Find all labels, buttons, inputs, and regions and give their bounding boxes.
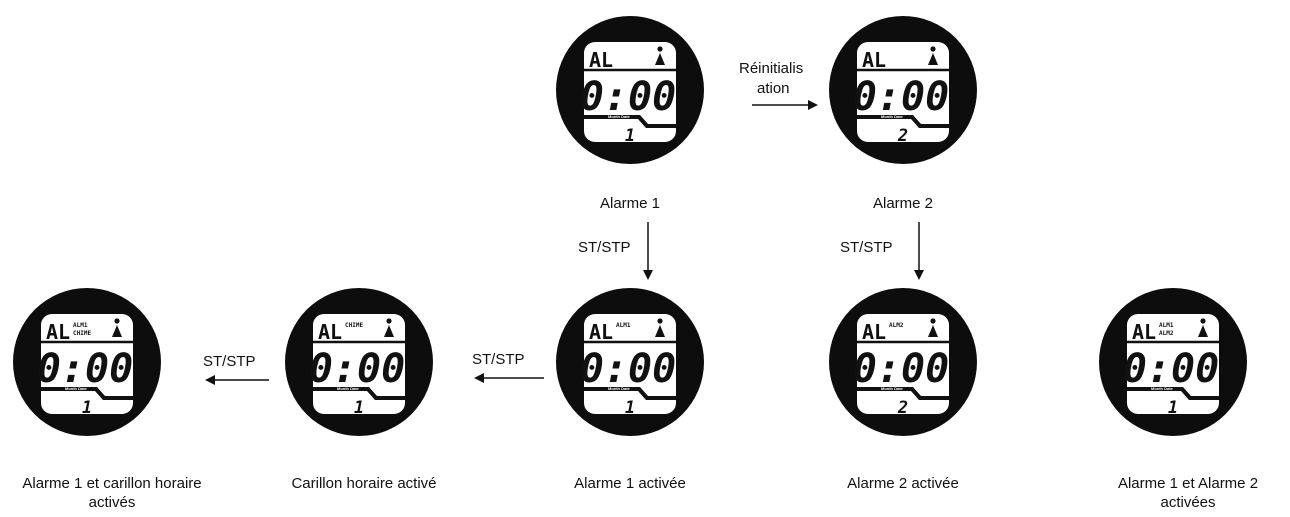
lcd-number: 1 bbox=[625, 398, 635, 418]
person-icon bbox=[928, 318, 938, 337]
caption-carillon: Carillon horaire activé bbox=[291, 475, 437, 492]
lcd-number: 2 bbox=[897, 398, 908, 418]
lcd-number: 1 bbox=[625, 126, 635, 146]
caption-alarme-2: Alarme 2 bbox=[872, 195, 934, 212]
person-icon bbox=[655, 46, 665, 65]
person-icon bbox=[655, 318, 665, 337]
lcd-time: 0:00 bbox=[1123, 346, 1219, 392]
ststp-arrow-down-2 bbox=[914, 222, 924, 280]
lcd-al-text: AL bbox=[862, 320, 886, 344]
lcd-time: 0:00 bbox=[580, 74, 676, 120]
lcd-month-date-label: Month Date bbox=[608, 114, 631, 119]
lcd-time: 0:00 bbox=[853, 74, 949, 120]
reset-arrow-right bbox=[752, 100, 818, 110]
ststp-label-down-1: ST/STP bbox=[578, 239, 631, 256]
ststp-label-left-2: ST/STP bbox=[203, 353, 256, 370]
lcd-band bbox=[584, 387, 676, 400]
lcd-indicator: CHIME bbox=[345, 322, 363, 329]
lcd-band bbox=[41, 387, 133, 400]
lcd-al-text: AL bbox=[589, 320, 613, 344]
lcd-number: 1 bbox=[354, 398, 364, 418]
caption-alarme-1: Alarme 1 bbox=[599, 195, 661, 212]
person-icon bbox=[384, 318, 394, 337]
ststp-arrow-down-1 bbox=[643, 222, 653, 280]
ststp-arrow-left-2 bbox=[205, 375, 269, 385]
caption-alarme-1-et-2-line1: Alarme 1 et Alarme 2 bbox=[1117, 475, 1259, 492]
lcd-al-text: AL bbox=[1132, 320, 1156, 344]
caption-alarme-2-activee: Alarme 2 activée bbox=[847, 475, 959, 492]
person-icon bbox=[928, 46, 938, 65]
person-icon bbox=[112, 318, 122, 337]
lcd-time: 0:00 bbox=[37, 346, 133, 392]
lcd-indicator: ALM2 bbox=[1159, 330, 1174, 337]
lcd-number: 2 bbox=[897, 126, 908, 146]
lcd-indicator: CHIME bbox=[73, 330, 91, 337]
ststp-arrow-left-1 bbox=[474, 373, 544, 383]
lcd-al-text: AL bbox=[862, 48, 886, 72]
person-icon bbox=[1198, 318, 1208, 337]
lcd-time: 0:00 bbox=[580, 346, 676, 392]
lcd-al-text: AL bbox=[589, 48, 613, 72]
lcd-band bbox=[313, 387, 405, 400]
lcd-al-text: AL bbox=[46, 320, 70, 344]
caption-alarme-1-et-2-line2: activées bbox=[1160, 494, 1216, 511]
lcd-band bbox=[857, 387, 949, 400]
lcd-month-date-label: Month Date bbox=[65, 386, 88, 391]
lcd-band bbox=[1127, 387, 1219, 400]
lcd-number: 1 bbox=[82, 398, 92, 418]
caption-alarme-1-carillon-line2: activés bbox=[88, 494, 136, 511]
reset-label-line1: Réinitialis bbox=[739, 60, 804, 77]
lcd-band bbox=[584, 115, 676, 128]
lcd-indicator: ALM2 bbox=[889, 322, 904, 329]
lcd-al-text: AL bbox=[318, 320, 342, 344]
lcd-indicator: ALM1 bbox=[1159, 322, 1174, 329]
lcd-month-date-label: Month Date bbox=[1151, 386, 1174, 391]
ststp-label-left-1: ST/STP bbox=[472, 351, 525, 368]
lcd-month-date-label: Month Date bbox=[881, 386, 904, 391]
lcd-month-date-label: Month Date bbox=[881, 114, 904, 119]
lcd-indicator: ALM1 bbox=[73, 322, 88, 329]
lcd-time: 0:00 bbox=[309, 346, 405, 392]
lcd-month-date-label: Month Date bbox=[608, 386, 631, 391]
lcd-number: 1 bbox=[1168, 398, 1178, 418]
lcd-indicator: ALM1 bbox=[616, 322, 631, 329]
reset-label-line2: ation bbox=[757, 80, 790, 97]
caption-alarme-1-activee: Alarme 1 activée bbox=[574, 475, 686, 492]
lcd-month-date-label: Month Date bbox=[337, 386, 360, 391]
caption-alarme-1-carillon-line1: Alarme 1 et carillon horaire bbox=[22, 475, 202, 492]
ststp-label-down-2: ST/STP bbox=[840, 239, 893, 256]
lcd-band bbox=[857, 115, 949, 128]
lcd-time: 0:00 bbox=[853, 346, 949, 392]
